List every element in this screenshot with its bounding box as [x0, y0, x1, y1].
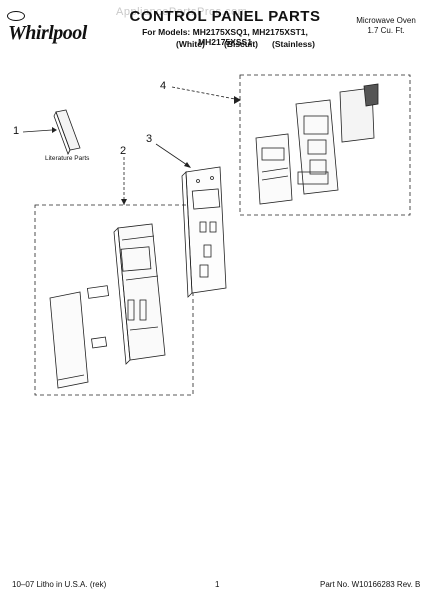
product-capacity: 1.7 Cu. Ft. [367, 26, 405, 35]
product-description: Microwave Oven 1.7 Cu. Ft. [344, 16, 428, 36]
leader-4 [171, 86, 241, 101]
variant-biscuit: (Biscuit) [224, 39, 258, 49]
control-panel-frame [181, 166, 227, 298]
display-window [86, 285, 110, 299]
literature-parts-booklet [53, 109, 81, 156]
page-title: CONTROL PANEL PARTS [129, 8, 321, 25]
control-label [91, 336, 108, 349]
watermark: AppliancePartsPros.com [116, 6, 248, 18]
keypad-bracket [255, 133, 293, 205]
model-list: For Models: MH2175XSQ1, MH2175XST1, MH21… [142, 27, 308, 47]
callout-3: 3 [146, 133, 153, 145]
literature-parts-label: Literature Parts [45, 155, 90, 162]
membrane-overlay [49, 291, 89, 389]
callout-1: 1 [13, 125, 20, 137]
product-type: Microwave Oven [356, 16, 416, 25]
group-box-4 [239, 74, 411, 216]
leader-3 [155, 143, 191, 168]
control-panel-assembly [113, 223, 166, 365]
whirlpool-logo-ring [7, 11, 25, 21]
arrow-3 [184, 162, 191, 168]
circuit-board-module [339, 83, 379, 143]
arrow-2 [121, 199, 127, 205]
variant-stainless: (Stainless) [272, 39, 315, 49]
leader-1 [22, 129, 53, 133]
electronic-control-board [295, 99, 339, 195]
print-info: 10–07 Litho in U.S.A. (rek) [12, 580, 107, 589]
page-number: 1 [215, 580, 220, 589]
part-number: Part No. W10166283 Rev. B [320, 580, 421, 589]
callout-4: 4 [160, 80, 167, 92]
variant-white: (White) [176, 39, 205, 49]
group-box-2 [34, 204, 194, 396]
arrow-4 [234, 96, 241, 104]
whirlpool-logo: Whirlpool [8, 22, 87, 44]
arrow-1 [52, 127, 57, 133]
callout-2: 2 [120, 145, 127, 157]
